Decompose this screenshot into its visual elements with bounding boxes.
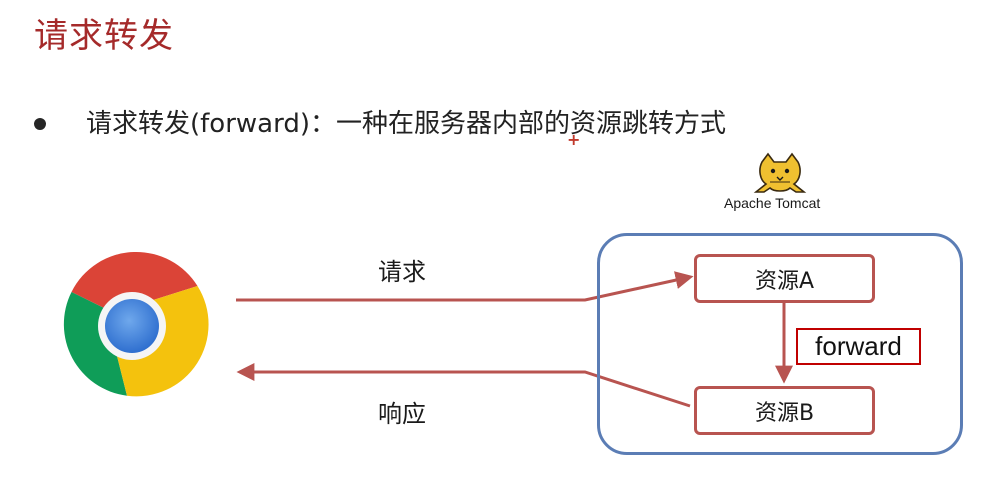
server-container — [597, 233, 963, 455]
bullet-dot-icon — [34, 118, 46, 130]
request-arrow — [236, 271, 694, 302]
resource-b-box: 资源B — [694, 386, 875, 435]
response-arrow — [236, 363, 691, 408]
tomcat-cat-icon — [753, 152, 807, 193]
bullet-point: 请求转发(forward)：一种在服务器内部的资源跳转方式 — [34, 104, 726, 144]
request-label: 请求 — [378, 258, 426, 286]
response-label: 响应 — [378, 400, 426, 428]
slide-title: 请求转发 — [34, 16, 174, 56]
resource-a-box: 资源A — [694, 254, 875, 303]
cursor-plus-icon: + — [567, 130, 581, 149]
forward-label-box: forward — [796, 328, 921, 365]
tomcat-label: Apache Tomcat — [724, 195, 821, 211]
chrome-browser-icon — [63, 251, 209, 397]
bullet-text: 请求转发(forward)：一种在服务器内部的资源跳转方式 — [86, 109, 726, 139]
